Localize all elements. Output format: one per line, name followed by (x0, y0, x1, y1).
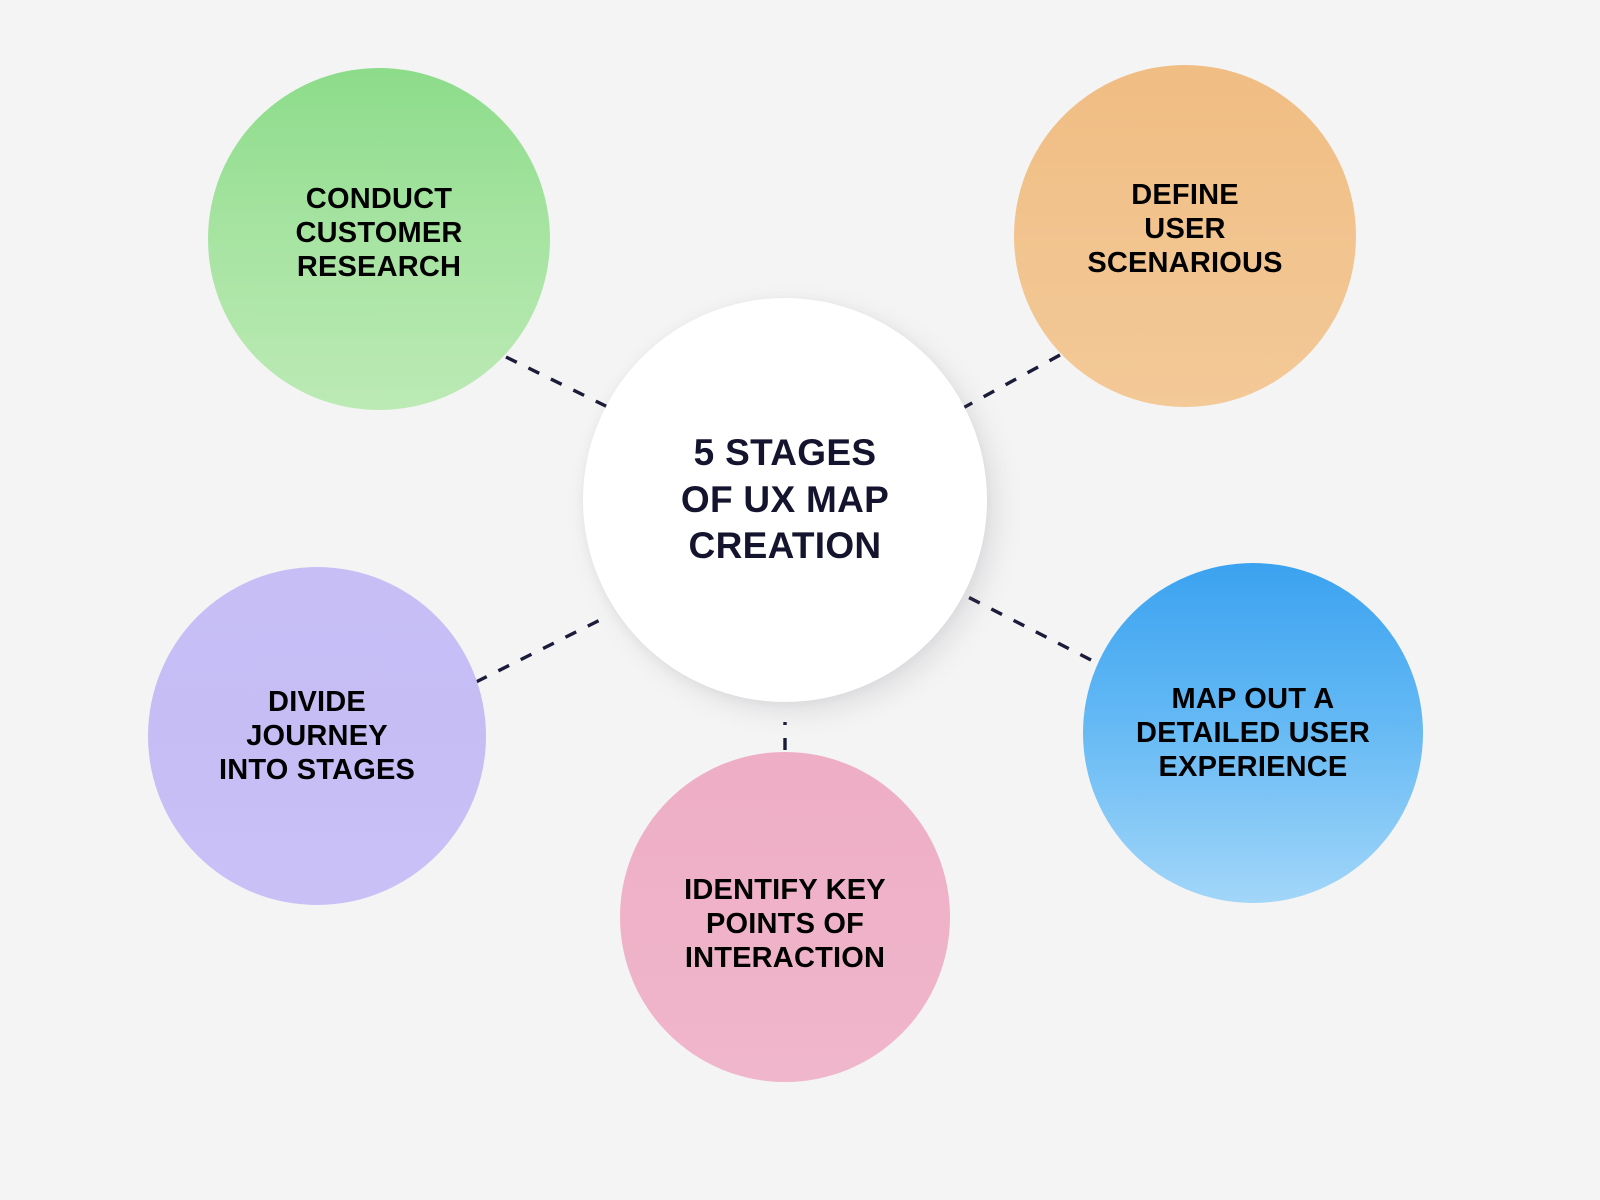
stage-label-map-out-a-detailed-user-experience: MAP OUT A DETAILED USER EXPERIENCE (1135, 682, 1371, 784)
stage-label-divide-journey-into-stages: DIVIDE JOURNEY INTO STAGES (218, 685, 416, 787)
stage-node-identify-key-points-of-interaction[interactable]: IDENTIFY KEY POINTS OF INTERACTION (620, 752, 950, 1082)
hub-title: 5 STAGES OF UX MAP CREATION (680, 432, 890, 567)
hub-node-5-stages-of-ux-map-creation[interactable]: 5 STAGES OF UX MAP CREATION (583, 298, 987, 702)
stage-node-define-user-scenarious[interactable]: DEFINE USER SCENARIOUS (1014, 65, 1356, 407)
connector-hub-to-orange (951, 353, 1061, 416)
stage-label-conduct-customer-research: CONDUCT CUSTOMER RESEARCH (295, 182, 463, 284)
connector-hub-to-green (505, 355, 621, 415)
stage-label-identify-key-points-of-interaction: IDENTIFY KEY POINTS OF INTERACTION (684, 873, 886, 975)
stage-node-conduct-customer-research[interactable]: CONDUCT CUSTOMER RESEARCH (208, 68, 550, 410)
stage-label-define-user-scenarious: DEFINE USER SCENARIOUS (1087, 178, 1283, 280)
connector-hub-to-purple (475, 615, 607, 684)
stage-node-divide-journey-into-stages[interactable]: DIVIDE JOURNEY INTO STAGES (148, 567, 486, 905)
stage-node-map-out-a-detailed-user-experience[interactable]: MAP OUT A DETAILED USER EXPERIENCE (1083, 563, 1423, 903)
connector-hub-to-blue (965, 594, 1092, 662)
